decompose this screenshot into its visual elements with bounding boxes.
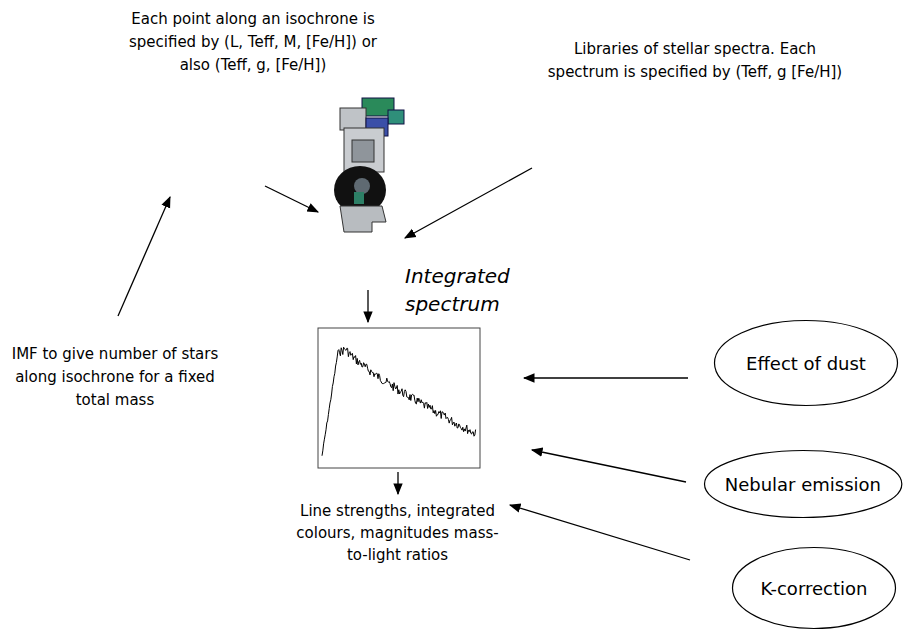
arrows	[118, 168, 690, 560]
arrow	[367, 290, 368, 322]
oval-outline	[733, 548, 896, 629]
node-text: Effect of dust	[746, 353, 866, 374]
arrow	[118, 197, 170, 316]
engine-icon	[334, 98, 404, 232]
node-text: K-correction	[761, 578, 868, 599]
free-label: Line strengths, integrated colours, magn…	[290, 500, 505, 566]
free-label: Integrated spectrum	[405, 262, 545, 318]
arrow	[405, 168, 532, 238]
arrow	[397, 472, 398, 494]
oval-node: K-correction	[731, 546, 897, 630]
free-label: IMF to give number of stars along isochr…	[6, 343, 224, 412]
arrow	[265, 186, 318, 212]
free-label: Libraries of stellar spectra. Each spect…	[540, 38, 850, 84]
oval-outline	[704, 451, 901, 518]
oval-outline	[715, 321, 898, 406]
spectrum-plot	[318, 328, 480, 468]
arrow	[532, 450, 686, 482]
arrow	[524, 377, 688, 378]
node-text: Nebular emission	[725, 474, 881, 495]
arrow	[510, 505, 690, 560]
oval-node: Nebular emission	[703, 449, 903, 519]
free-label: Each point along an isochrone is specifi…	[112, 8, 394, 77]
oval-node: Effect of dust	[713, 319, 899, 407]
